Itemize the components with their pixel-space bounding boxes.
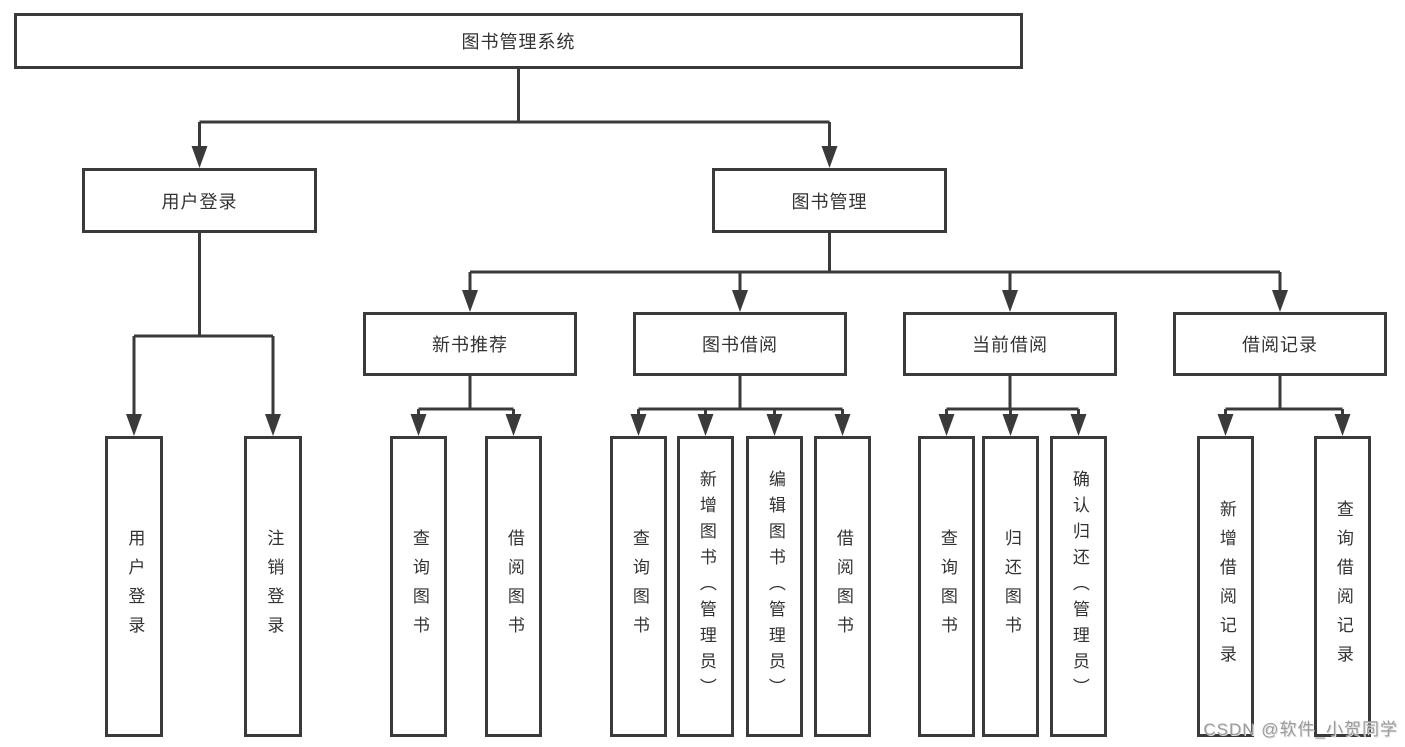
leaf-edit-book-admin-label: 编辑图书（管理员） <box>765 469 785 704</box>
leaf-add-book-admin: 新增图书（管理员） <box>677 436 734 737</box>
leaf-edit-book-admin: 编辑图书（管理员） <box>746 436 803 737</box>
leaf-query-books-2: 查询图书 <box>610 436 667 737</box>
leaf-user-login-label: 用户登录 <box>125 528 145 645</box>
node-user-login-label: 用户登录 <box>161 191 238 212</box>
node-borrowing-records-label: 借阅记录 <box>1242 335 1318 355</box>
arrowhead-icons <box>126 146 1351 436</box>
node-book-borrowing-label: 图书借阅 <box>702 335 778 355</box>
leaf-confirm-return-admin-label: 确认归还（管理员） <box>1069 469 1089 704</box>
leaf-add-borrow-record: 新增借阅记录 <box>1197 436 1254 737</box>
leaf-logout-label: 注销登录 <box>264 528 284 645</box>
leaf-add-book-admin-label: 新增图书（管理员） <box>696 469 716 704</box>
leaf-query-books-3: 查询图书 <box>918 436 975 737</box>
leaf-borrow-books-2: 借阅图书 <box>814 436 871 737</box>
node-current-borrowing-label: 当前借阅 <box>972 335 1048 355</box>
leaf-return-books: 归还图书 <box>982 436 1039 737</box>
csdn-watermark: CSDN @软件_小贺同学 <box>1203 720 1398 739</box>
node-current-borrowing: 当前借阅 <box>903 312 1117 376</box>
leaf-query-borrow-record-label: 查询借阅记录 <box>1333 499 1353 674</box>
leaf-query-books-1-label: 查询图书 <box>409 528 429 645</box>
leaf-user-login: 用户登录 <box>105 436 163 737</box>
leaf-logout: 注销登录 <box>244 436 302 737</box>
leaf-query-borrow-record: 查询借阅记录 <box>1314 436 1371 737</box>
node-borrowing-records: 借阅记录 <box>1173 312 1387 376</box>
node-new-book-recommendation-label: 新书推荐 <box>432 335 508 355</box>
node-book-management: 图书管理 <box>712 168 947 233</box>
leaf-borrow-books-1: 借阅图书 <box>485 436 542 737</box>
node-book-management-label: 图书管理 <box>791 191 868 212</box>
leaf-add-borrow-record-label: 新增借阅记录 <box>1216 499 1236 674</box>
node-new-book-recommendation: 新书推荐 <box>363 312 577 376</box>
leaf-borrow-books-2-label: 借阅图书 <box>833 528 853 645</box>
leaf-return-books-label: 归还图书 <box>1001 528 1021 645</box>
leaf-query-books-1: 查询图书 <box>390 436 447 737</box>
node-book-borrowing: 图书借阅 <box>633 312 847 376</box>
root-node-library-system: 图书管理系统 <box>14 13 1023 69</box>
leaf-query-books-2-label: 查询图书 <box>629 528 649 645</box>
leaf-query-books-3-label: 查询图书 <box>937 528 957 645</box>
leaf-confirm-return-admin: 确认归还（管理员） <box>1050 436 1107 737</box>
leaf-borrow-books-1-label: 借阅图书 <box>504 528 524 645</box>
root-node-label: 图书管理系统 <box>461 32 576 52</box>
node-user-login: 用户登录 <box>82 168 317 233</box>
